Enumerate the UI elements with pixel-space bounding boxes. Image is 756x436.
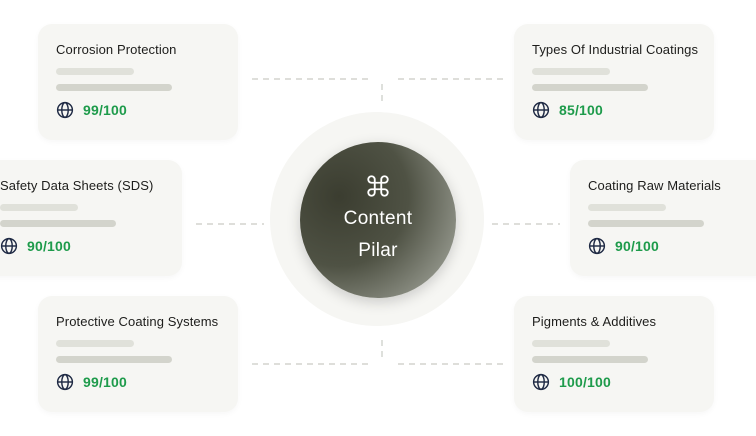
topic-score-row: 90/100 xyxy=(0,236,71,256)
topic-score: 99/100 xyxy=(83,374,128,390)
globe-icon xyxy=(56,101,74,119)
placeholder-bar xyxy=(588,204,666,211)
topic-card-corrosion-protection[interactable]: Corrosion Protection 99/100 xyxy=(38,24,238,140)
topic-score-row: 85/100 xyxy=(532,100,603,120)
topic-title: Coating Raw Materials xyxy=(588,178,721,193)
globe-icon xyxy=(588,237,606,255)
topic-score: 100/100 xyxy=(559,374,612,390)
placeholder-bar xyxy=(532,68,610,75)
topic-score: 99/100 xyxy=(83,102,128,118)
topic-card-coating-raw-materials[interactable]: Coating Raw Materials 90/100 xyxy=(570,160,756,276)
globe-icon xyxy=(532,373,550,391)
topic-score-row: 100/100 xyxy=(532,372,611,392)
command-icon xyxy=(367,175,389,197)
topic-title: Types Of Industrial Coatings xyxy=(532,42,699,57)
globe-icon xyxy=(56,373,74,391)
placeholder-bar xyxy=(0,220,116,227)
topic-score: 90/100 xyxy=(615,238,660,254)
topic-title: Corrosion Protection xyxy=(56,42,177,57)
placeholder-bar xyxy=(532,356,648,363)
placeholder-bar xyxy=(532,84,648,91)
placeholder-bar xyxy=(56,356,172,363)
topic-score-row: 99/100 xyxy=(56,372,127,392)
placeholder-bar xyxy=(56,68,134,75)
topic-card-safety-data-sheets[interactable]: Safety Data Sheets (SDS) 90/100 xyxy=(0,160,182,276)
placeholder-bar xyxy=(0,204,78,211)
topic-score-row: 99/100 xyxy=(56,100,127,120)
topic-score: 90/100 xyxy=(27,238,72,254)
topic-card-pigments-additives[interactable]: Pigments & Additives 100/100 xyxy=(514,296,714,412)
topic-card-types-of-industrial-coatings[interactable]: Types Of Industrial Coatings 85/100 xyxy=(514,24,714,140)
placeholder-bar xyxy=(56,84,172,91)
topic-title: Safety Data Sheets (SDS) xyxy=(0,178,154,193)
topic-title: Protective Coating Systems xyxy=(56,314,219,329)
content-pillar-hub[interactable]: Content Pilar xyxy=(300,142,456,298)
hub-label-line-2: Pilar xyxy=(358,240,398,261)
globe-icon xyxy=(0,237,18,255)
hub-label-line-1: Content xyxy=(343,208,413,229)
topic-score-row: 90/100 xyxy=(588,236,659,256)
globe-icon xyxy=(532,101,550,119)
topic-title: Pigments & Additives xyxy=(532,314,657,329)
topic-score: 85/100 xyxy=(559,102,604,118)
placeholder-bar xyxy=(532,340,610,347)
placeholder-bar xyxy=(56,340,134,347)
placeholder-bar xyxy=(588,220,704,227)
topic-card-protective-coating-systems[interactable]: Protective Coating Systems 99/100 xyxy=(38,296,238,412)
